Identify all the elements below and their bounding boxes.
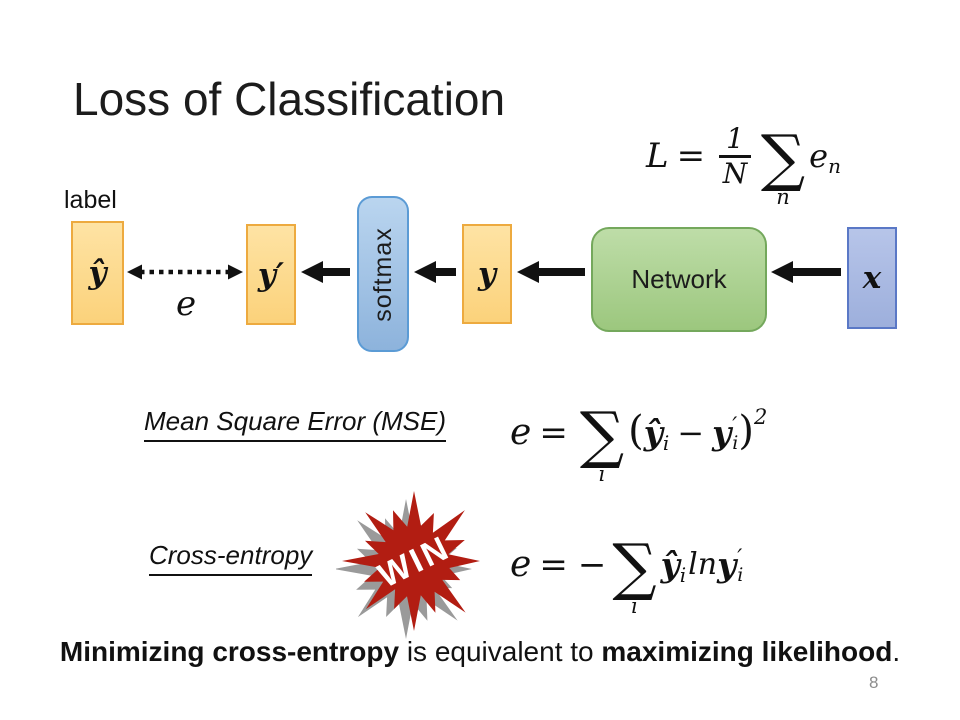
prime-and-subscript: ′ i [732,413,739,454]
x-symbol: x [862,260,882,296]
equals-sign: = [676,136,706,176]
yhat-term: ŷ [643,413,663,452]
yprime-term: y [712,413,732,452]
summation-symbol: ∑ i [612,529,657,618]
label-caption: label [64,186,117,214]
summation-symbol: ∑ i [579,397,625,486]
yprime-box: y′ [246,224,296,325]
close-paren: ) [738,407,754,454]
minus-sign: − [677,413,705,452]
ce-lhs: e [510,544,532,585]
exponent: 2 [753,404,768,429]
mse-heading: Mean Square Error (MSE) [144,406,446,442]
network-label: Network [631,264,727,294]
softmax-box: softmax [357,196,409,352]
softmax-label: softmax [368,226,397,322]
loss-term: e [809,137,829,175]
loss-lhs: L [646,136,669,176]
win-star-icon [342,491,480,631]
equals-sign: = [539,544,568,585]
yhat-box: ŷ [71,221,124,325]
slide-title: Loss of Classification [73,73,506,125]
y-box: y [462,224,512,324]
yprime-symbol: y′ [257,256,285,293]
footer-mid: is equivalent to [399,636,602,667]
yprime-term: y [717,545,737,584]
arrow-y-to-softmax-icon [414,261,456,283]
footer-period: . [892,636,901,667]
footer-bold-1: Minimizing cross-entropy [59,636,400,667]
arrow-network-to-y-icon [517,261,585,283]
error-label: e [176,284,197,324]
network-box: Network [591,227,767,332]
footer-statement: Minimizing cross-entropy is equivalent t… [0,636,960,668]
ln-operator: ln [688,547,718,582]
page-number: 8 [869,673,879,692]
prime-and-subscript: ′ i [737,545,744,586]
yhat-subscript: i [679,562,687,587]
x-box: x [847,227,897,329]
loss-formula: L = 1 N ∑ n e n [646,104,841,208]
cross-entropy-formula: e = − ∑ i ŷ i ln y ′ i [510,512,743,617]
yhat-subscript: i [662,430,670,455]
loss-term-subscript: n [828,154,841,178]
fraction-1-over-N: 1 N [719,122,751,190]
fraction-numerator: 1 [719,122,751,158]
footer-bold-2: maximizing likelihood [601,636,893,667]
yhat-symbol: ŷ [88,255,107,291]
arrow-softmax-to-yprime-icon [301,261,350,283]
yhat-term: ŷ [660,545,680,584]
arrow-x-to-network-icon [771,261,841,283]
negative-sign: − [577,544,607,585]
y-symbol: y [477,256,496,292]
win-badge: WIN [336,491,480,639]
summation-symbol: ∑ n [760,121,806,209]
equals-sign: = [539,412,568,453]
mse-lhs: e [510,412,532,453]
cross-entropy-heading: Cross-entropy [149,540,313,576]
open-paren: ( [628,407,644,454]
fraction-denominator: N [722,156,748,190]
dotted-double-arrow-icon [127,264,243,280]
mse-formula: e = ∑ i ( ŷ i − y ′ i ) 2 [510,380,767,485]
